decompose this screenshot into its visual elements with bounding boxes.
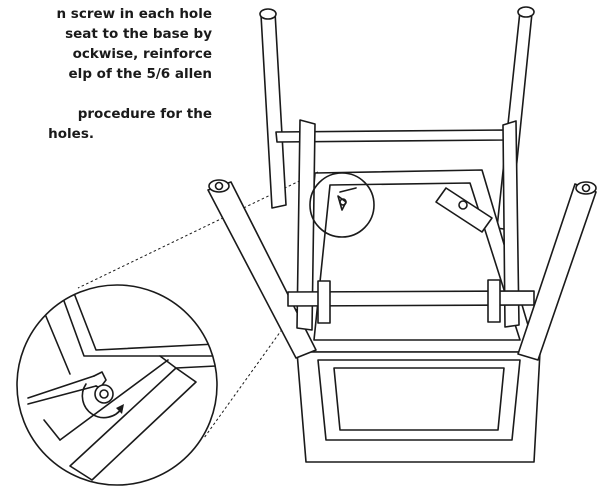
stretcher-bracket-left xyxy=(317,280,331,324)
detail-callout-circle xyxy=(309,172,375,238)
instruction-line: procedure for the xyxy=(77,106,212,122)
instruction-line: holes. xyxy=(48,126,94,142)
leg-cap-front-left-inner xyxy=(214,181,224,191)
leg-cap-front-right-inner xyxy=(581,183,591,193)
side-leg-right xyxy=(502,120,520,328)
instruction-line: n screw in each hole xyxy=(56,6,212,22)
rotate-clockwise-arrow-icon xyxy=(81,383,124,419)
allen-key-icon xyxy=(27,371,114,405)
chair-illustration xyxy=(207,6,597,463)
corner-brace xyxy=(435,187,493,233)
instruction-line: elp of the 5/6 allen xyxy=(68,66,212,82)
zoom-circle-border xyxy=(16,284,218,486)
screw-hole-right xyxy=(458,200,468,210)
front-leg-right xyxy=(517,183,597,361)
seat-cushion-recess xyxy=(333,367,505,431)
leg-cap-back-left xyxy=(259,8,277,20)
leg-cap-back-right xyxy=(517,6,535,18)
back-leg-left xyxy=(260,11,287,209)
seat-cushion-inner xyxy=(317,359,521,441)
instruction-line: seat to the base by xyxy=(65,26,212,42)
allen-key-small-icon xyxy=(337,187,357,211)
zoom-detail xyxy=(16,284,218,486)
instruction-line: ockwise, reinforce xyxy=(72,46,212,62)
side-leg-left xyxy=(296,119,316,331)
stretcher-bracket-right xyxy=(487,279,501,323)
instruction-text: n screw in each hole seat to the base by… xyxy=(0,4,212,144)
front-stretcher xyxy=(287,290,535,307)
seat-cushion xyxy=(296,351,541,463)
